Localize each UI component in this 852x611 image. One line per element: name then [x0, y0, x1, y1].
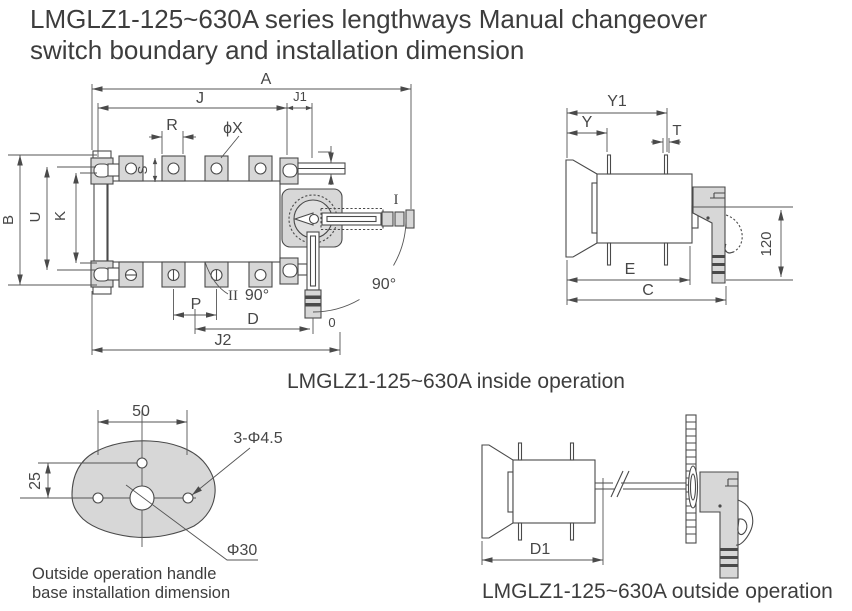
handle-grip-outline [735, 499, 754, 546]
dim-U-label: U [27, 212, 44, 223]
dim-T-label: T [672, 122, 681, 139]
dim-A-label: A [261, 71, 272, 88]
front-view: A J J1 R ϕX S [0, 71, 415, 355]
dim-120-label: 120 [758, 231, 775, 256]
handle-position-0-label: 0 [328, 315, 335, 330]
side-handle-bracket [691, 186, 743, 284]
mount-hole [136, 457, 148, 469]
outside-view: D1 [481, 414, 754, 579]
swing-angle-II-label: 90° [245, 287, 269, 304]
handle-mechanism [281, 188, 415, 334]
swing-angle-label: 90° [372, 276, 396, 293]
phantom-handle-outline [724, 214, 743, 254]
dim-D1-label: D1 [530, 541, 551, 558]
dim-phiX-label: ϕX [223, 120, 243, 137]
caption-outside-operation: LMGLZ1-125~630A outside operation [482, 580, 833, 603]
switch-body-outside [512, 459, 596, 524]
handle-base-view: 50 25 3-Φ4.5 Φ30 [20, 403, 283, 561]
dim-Y-label: Y [582, 114, 593, 131]
dim-J-label: J [196, 90, 204, 107]
left-frame [93, 183, 108, 262]
dim-D-label: D [247, 311, 259, 328]
side-view: Y1 Y T 120 E C [565, 93, 793, 305]
caption-inside-operation: LMGLZ1-125~630A inside operation [287, 370, 625, 393]
dim-J1-label: J1 [293, 89, 307, 104]
outside-handle-bracket [699, 471, 754, 579]
dim-R-label: R [166, 117, 178, 134]
dim-S-label: S [135, 165, 150, 174]
dim-center-hole-label: Φ30 [227, 542, 258, 559]
handle-position-II-label: II [228, 288, 238, 304]
door-panel-section [685, 414, 699, 544]
mount-hole [182, 492, 194, 504]
handle-position-I-label: I [394, 192, 399, 208]
dim-mount-holes-label: 3-Φ4.5 [233, 430, 282, 447]
caption-handle-base: Outside operation handle base installati… [32, 565, 231, 603]
mount-hole [92, 492, 104, 504]
dim-P-label: P [191, 296, 202, 313]
dim-50-label: 50 [132, 403, 150, 420]
extension-shaft [595, 470, 687, 498]
dim-C-label: C [642, 282, 654, 299]
dim-B-label: B [0, 215, 17, 225]
dim-E-label: E [625, 261, 636, 278]
dim-Y1-label: Y1 [607, 93, 627, 110]
dim-J2-label: J2 [215, 332, 232, 349]
terminals-bottom [118, 261, 273, 288]
center-shaft-hole [129, 485, 155, 511]
terminals-top [118, 155, 273, 182]
dim-K-label: K [52, 211, 69, 221]
dim-25-label: 25 [27, 472, 44, 490]
switch-body-side [596, 173, 693, 244]
switch-body [107, 180, 281, 263]
page-title: LMGLZ1-125~630A series lengthways Manual… [30, 4, 708, 66]
